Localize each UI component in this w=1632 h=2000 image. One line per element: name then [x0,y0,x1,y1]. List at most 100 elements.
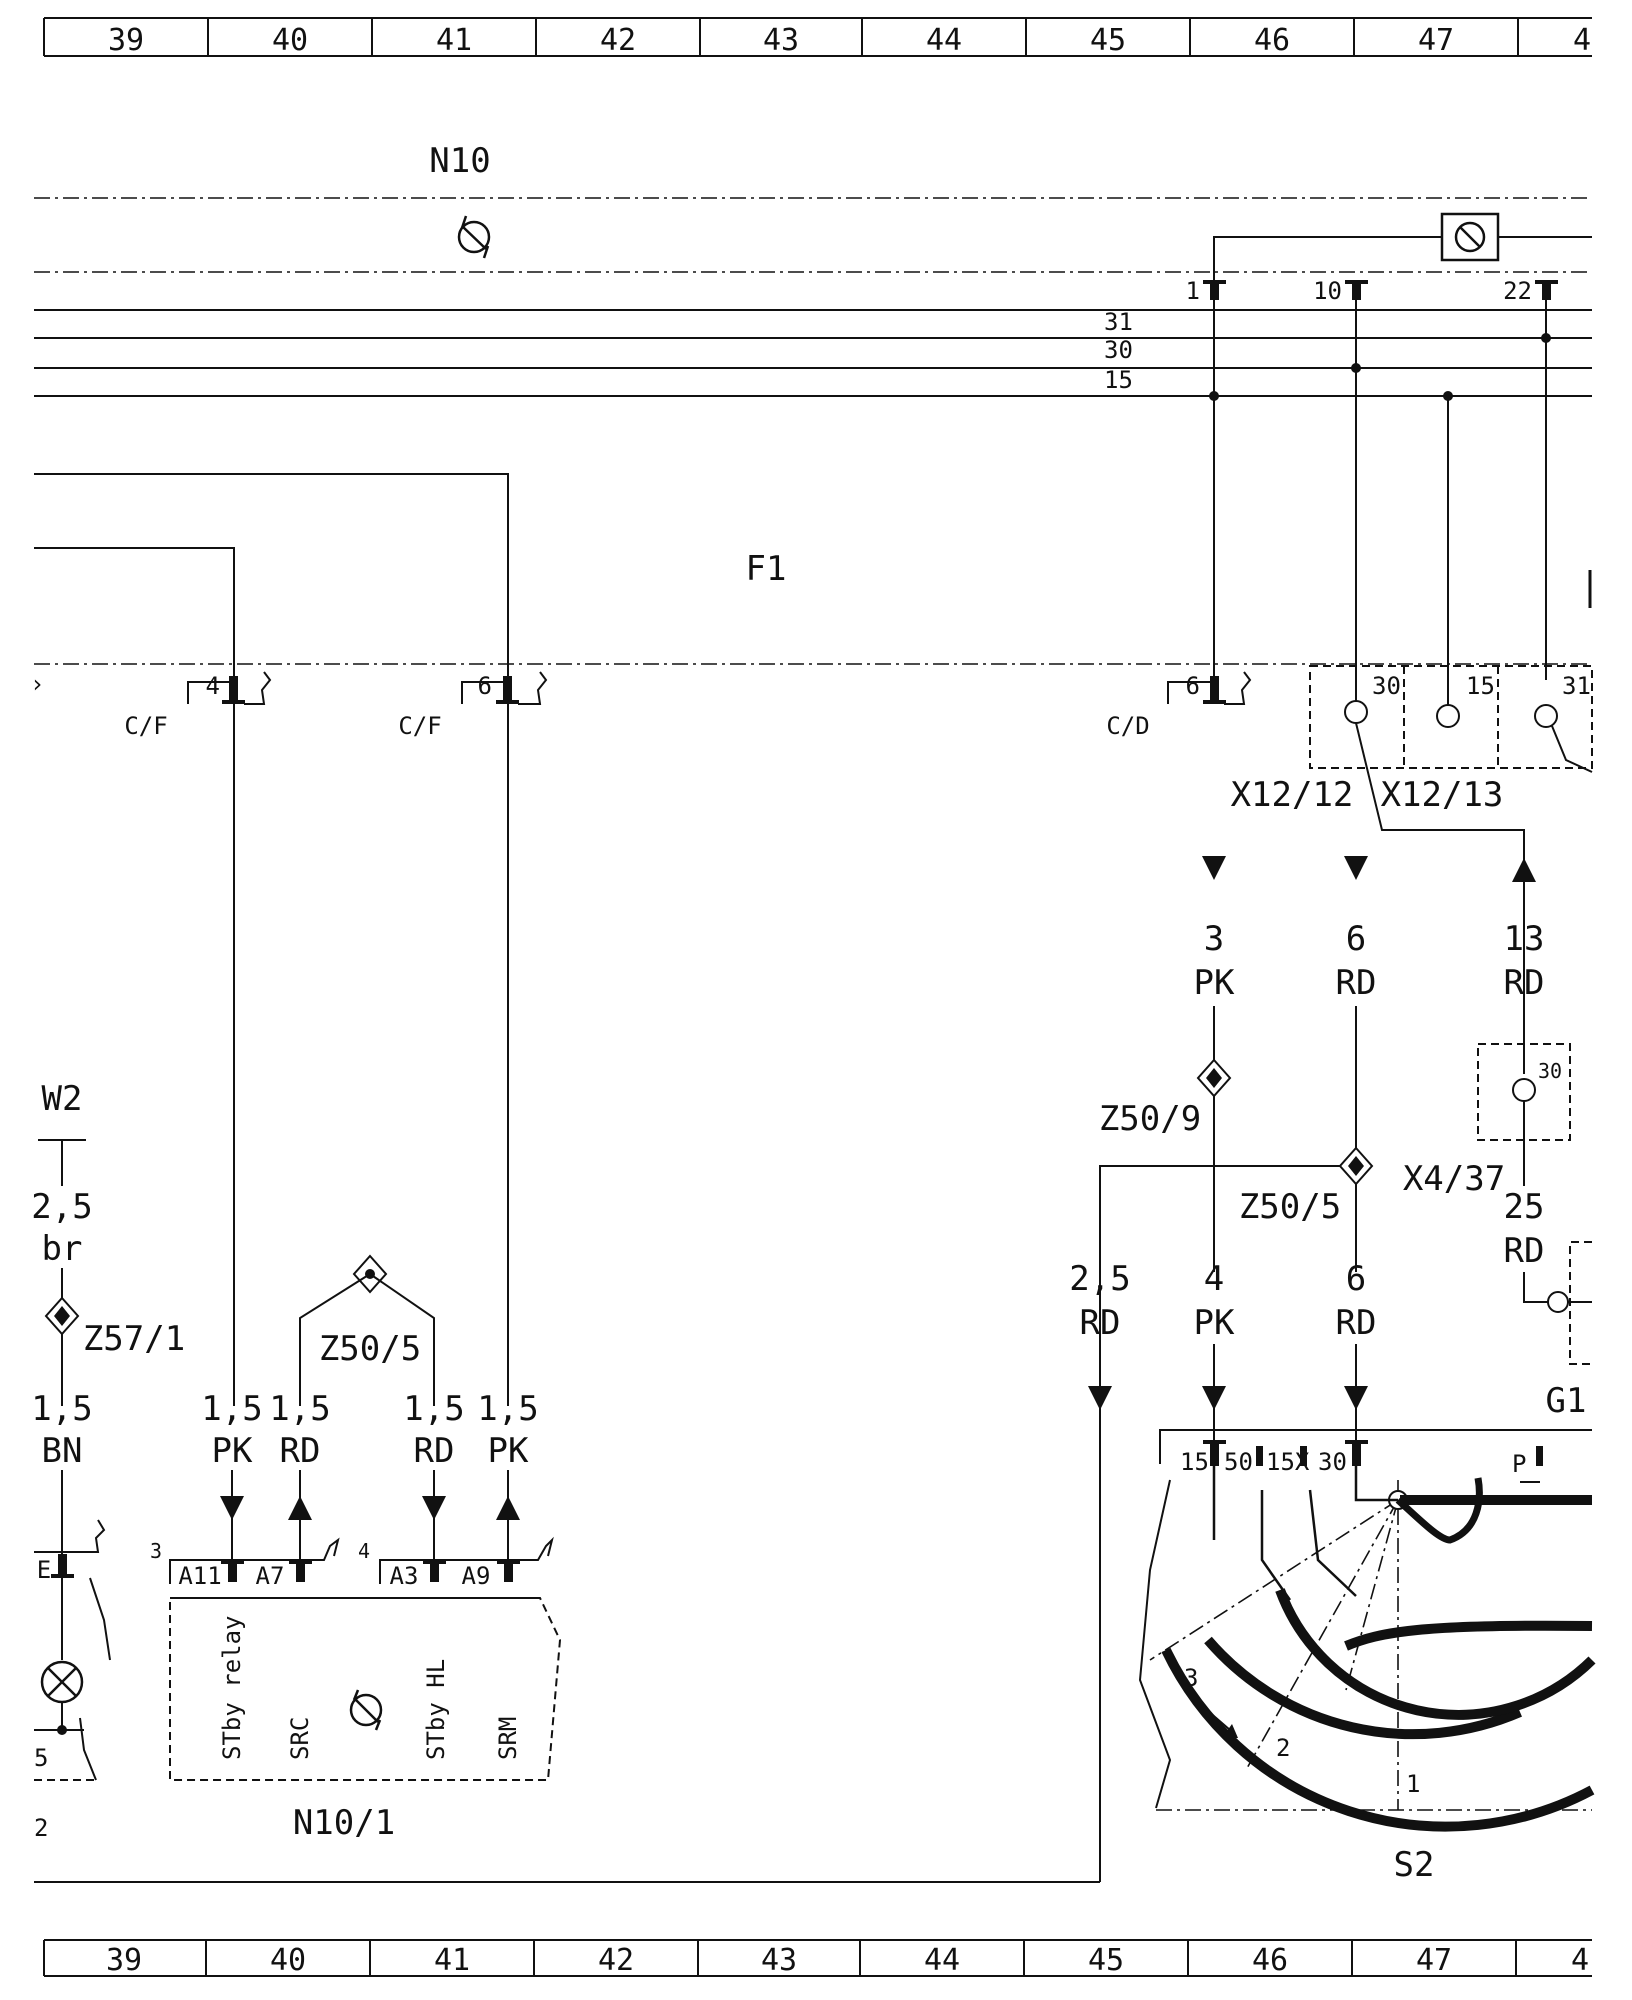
wire-label-bn: BN [42,1431,83,1471]
pin-a3-label: A3 [390,1562,419,1590]
ruler-bottom-45: 45 [1088,1943,1124,1978]
arrow-up-13 [1512,858,1536,882]
x4-37-terminal [1512,1078,1536,1102]
ruler-top-44: 44 [926,23,962,58]
arrow-down-3 [1202,856,1226,880]
wire-label-6b: 6 [1346,1259,1366,1299]
label-z50-5-right: Z50/5 [1239,1187,1341,1227]
pin-n10-10-label: 10 [1313,277,1342,305]
wire-label-1-5c: 1,5 [269,1389,330,1429]
ruler-bottom-43: 43 [761,1943,797,1978]
wire-feed-cf6 [34,473,509,680]
ruler-bottom-40: 40 [270,1943,306,1978]
ruler-top-47: 47 [1418,23,1454,58]
pin-cf-6-label: 6 [478,672,492,700]
bottom-ruler [43,1939,1592,1977]
wire-label-rd-3: RD [1504,1231,1545,1271]
wire-label-2-5b: 2,5 [1069,1259,1130,1299]
connector-cd-6 [1167,671,1252,705]
wire-label-1-5a: 1,5 [31,1389,92,1429]
pin-cd-6-label: 6 [1186,672,1200,700]
wire-label-rd-6: RD [1080,1303,1121,1343]
wire-label-3: 3 [1204,919,1224,959]
wire-n10-to-pin1 [1213,236,1442,282]
label-x4-37: X4/37 [1403,1159,1505,1199]
arrow-up-a9 [496,1496,520,1520]
n10-symbol-icon [457,215,491,259]
s2-pin-15x: 15X [1266,1448,1310,1476]
block-4-label: 4 [358,1539,370,1563]
splice-z50-9 [1196,1058,1232,1098]
connector-cf-6 [461,671,548,705]
wire-label-1-5d: 1,5 [403,1389,464,1429]
connector-cf-6-label: C/F [398,712,441,740]
ruler-bottom-47: 47 [1416,1943,1452,1978]
arrow-down-a11 [220,1496,244,1520]
arrow-down-6b [1344,1386,1368,1410]
top-ruler [43,17,1592,57]
wire-label-rd-7: RD [1336,1303,1377,1343]
ruler-bottom-41: 41 [434,1943,470,1978]
wire-label-rd-2: RD [1504,963,1545,1003]
label-s2: S2 [1394,1845,1435,1885]
ruler-top-43: 43 [763,23,799,58]
ruler-top-42: 42 [600,23,636,58]
ruler-top-46: 46 [1254,23,1290,58]
connector-cf-4-label: C/F [124,712,167,740]
stray-glyph-1: 5 [34,1744,48,1772]
pin-n10-10 [1345,280,1368,300]
wire-label-rd-5: RD [414,1431,455,1471]
ruler-bottom-44: 44 [924,1943,960,1978]
connector-cd-label: C/D [1106,712,1149,740]
label-n10: N10 [429,141,490,181]
bus-lines [34,309,1592,397]
wire-label-4: 4 [1204,1259,1224,1299]
x4-37-pin-label: 30 [1538,1059,1562,1083]
wire-label-pk-2: PK [212,1431,253,1471]
x12-terminals [1344,700,1558,728]
n10-1-srm: SRM [494,1717,522,1760]
pin-n10-1-label: 1 [1186,277,1200,305]
s2-position-1: 1 [1406,1770,1420,1798]
wire-label-rd-4: RD [280,1431,321,1471]
ruler-bottom-48: 4 [1571,1943,1589,1978]
arrow-down-6 [1344,856,1368,880]
label-g1: G1 [1546,1381,1587,1421]
n10-1-src: SRC [286,1717,314,1760]
arrow-down-2-5 [1088,1386,1112,1410]
arrow-up-a7 [288,1496,312,1520]
splice-z57-1 [44,1296,80,1336]
label-z50-9: Z50/9 [1099,1099,1201,1139]
splice-z50-5-right [1338,1146,1374,1186]
wire-label-25: 25 [1504,1187,1545,1227]
pin-a11-label: A11 [178,1562,221,1590]
wire-label-rd-1: RD [1336,963,1377,1003]
s2-position-3: 3 [1184,1664,1198,1692]
label-f1: F1 [746,549,787,589]
arrow-down-4 [1202,1386,1226,1410]
s2-pins [1203,1440,1543,1466]
g1-terminal [1547,1291,1569,1313]
bus-30-label: 30 [1104,336,1133,364]
label-x12-13: X12/13 [1381,775,1504,815]
wire-label-6a: 6 [1346,919,1366,959]
s2-rotation-arrow [1222,1724,1238,1738]
wire-feed-cf4 [34,547,235,680]
label-x12-12: X12/12 [1231,775,1354,815]
pin-n10-22 [1535,280,1558,300]
n10-boundary [34,197,1592,273]
arrow-down-a3 [422,1496,446,1520]
wire-label-2-5a: 2,5 [31,1187,92,1227]
ruler-top-48: 4 [1573,23,1591,58]
ruler-top-40: 40 [272,23,308,58]
wire-x12-30-to-13 [1355,722,1525,878]
wire-label-pk-1: PK [1194,963,1235,1003]
n10-1-pins [221,1560,520,1582]
g1-box [1569,1241,1592,1365]
s2-pin-15: 15 [1180,1448,1209,1476]
wire-label-1-5e: 1,5 [477,1389,538,1429]
wire-label-1-5b: 1,5 [201,1389,262,1429]
ruler-top-41: 41 [436,23,472,58]
s2-position-2: 2 [1276,1734,1290,1762]
